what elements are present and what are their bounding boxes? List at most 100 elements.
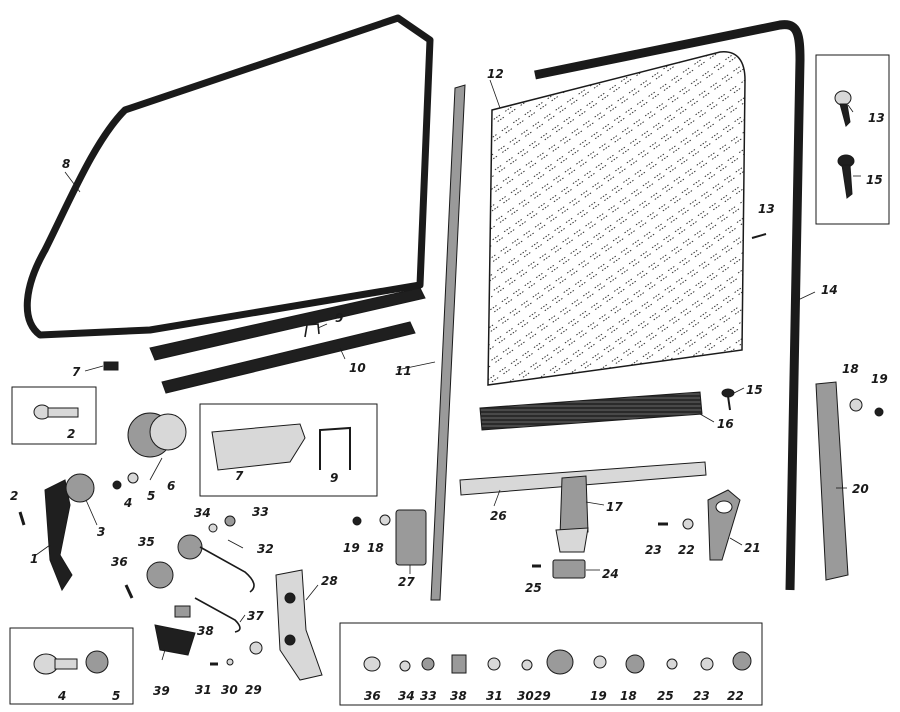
label-part-p23b: 23 (693, 689, 710, 703)
inset-box-4-5 (9, 627, 134, 705)
washer-34 (208, 523, 218, 533)
inset-box-13-15 (815, 54, 890, 225)
window-crank (44, 479, 73, 592)
label-part-p29a: 29 (245, 683, 262, 697)
block-39 (154, 624, 196, 656)
label-part-p27: 27 (398, 575, 415, 589)
washer-18-mid (379, 514, 391, 526)
glass-run-channel (430, 84, 466, 601)
label-part-p20: 20 (852, 482, 869, 496)
label-part-p23a: 23 (645, 543, 662, 557)
label-part-p31a: 31 (195, 683, 212, 697)
label-part-p30a: 30 (221, 683, 238, 697)
label-part-p7a: 7 (72, 365, 81, 379)
label-part-p5a: 5 (147, 489, 155, 503)
spring-37 (194, 597, 241, 633)
roller-35 (146, 561, 174, 589)
washer-30 (226, 658, 234, 666)
label-part-p15b: 15 (866, 173, 883, 187)
washer-29 (249, 641, 263, 655)
screw-13-detail (834, 90, 852, 127)
label-part-p18a: 18 (842, 362, 859, 376)
washer-5-detail (85, 650, 109, 674)
label-part-p19a: 19 (871, 372, 888, 386)
felt-strip (479, 391, 703, 431)
label-part-p18b: 18 (367, 541, 384, 555)
label-part-p25a: 25 (525, 581, 542, 595)
arm-28 (275, 569, 323, 681)
washer-5 (127, 472, 139, 484)
label-part-p29b: 29 (534, 689, 551, 703)
label-part-p1: 1 (30, 552, 38, 566)
screw-13 (751, 233, 767, 239)
label-part-p14: 14 (821, 283, 838, 297)
glass-channel-lift (459, 461, 707, 553)
clip-7-small (103, 361, 119, 371)
inset-box-7-9 (199, 403, 378, 497)
drum-6 (127, 412, 187, 458)
label-part-p22b: 22 (727, 689, 744, 703)
label-part-p17: 17 (606, 500, 623, 514)
clip-7-detail (211, 423, 306, 471)
inset-box-2 (11, 386, 97, 445)
label-part-p21: 21 (744, 541, 761, 555)
escutcheon-3 (65, 473, 95, 503)
label-part-p5b: 5 (112, 689, 120, 703)
bolt-2-detail (33, 404, 79, 420)
label-part-p8: 8 (62, 157, 70, 171)
slider-24 (552, 559, 586, 579)
label-part-p34b: 34 (398, 689, 415, 703)
label-part-p26: 26 (490, 509, 507, 523)
label-part-p15a: 15 (746, 383, 763, 397)
label-part-p28: 28 (321, 574, 338, 588)
label-part-p4b: 4 (57, 689, 66, 703)
bracket-27 (395, 509, 427, 566)
lower-channel-strips (149, 287, 426, 394)
label-part-p37: 37 (247, 609, 264, 623)
label-part-p36a: 36 (111, 555, 128, 569)
label-part-p13a: 13 (758, 202, 775, 216)
bolt-19-mid (352, 516, 362, 526)
label-part-p32: 32 (257, 542, 274, 556)
label-part-p30b: 30 (517, 689, 534, 703)
label-part-p33b: 33 (420, 689, 437, 703)
label-part-p6: 6 (167, 479, 175, 493)
inset-box-fasteners (339, 622, 763, 706)
label-part-p3: 3 (97, 525, 105, 539)
label-part-p35: 35 (138, 535, 155, 549)
screw-15-detail (837, 154, 855, 199)
leader-lines (35, 79, 861, 661)
label-part-p36b: 36 (364, 689, 381, 703)
label-part-p24: 24 (602, 567, 619, 581)
label-part-p18c: 18 (620, 689, 637, 703)
nut-33 (224, 515, 236, 527)
door-glass (487, 51, 746, 386)
bolt-4 (112, 480, 122, 490)
screw-15 (721, 388, 735, 411)
bolt-36 (124, 584, 134, 599)
label-part-p22a: 22 (678, 543, 695, 557)
label-part-p34a: 34 (194, 506, 211, 520)
label-part-p10: 10 (349, 361, 366, 375)
label-part-p2b: 2 (10, 489, 18, 503)
rear-channel (815, 381, 849, 581)
spring-38 (174, 605, 191, 618)
label-part-p38b: 38 (450, 689, 467, 703)
label-part-p13b: 13 (868, 111, 885, 125)
label-part-p2a: 2 (67, 427, 75, 441)
label-part-p31b: 31 (486, 689, 503, 703)
label-part-p39: 39 (153, 684, 170, 698)
label-part-p11: 11 (395, 364, 412, 378)
bolt-4-detail (33, 653, 78, 675)
washer-18 (849, 398, 863, 412)
label-part-p4a: 4 (123, 496, 132, 510)
label-part-p19b: 19 (343, 541, 360, 555)
label-part-p7b: 7 (235, 469, 244, 483)
fastener-row (363, 649, 752, 675)
pulley-32 (177, 534, 255, 593)
label-part-p19c: 19 (590, 689, 607, 703)
screw-2 (18, 511, 26, 526)
label-part-p9a: 9 (335, 311, 343, 325)
washer-22 (682, 518, 694, 530)
